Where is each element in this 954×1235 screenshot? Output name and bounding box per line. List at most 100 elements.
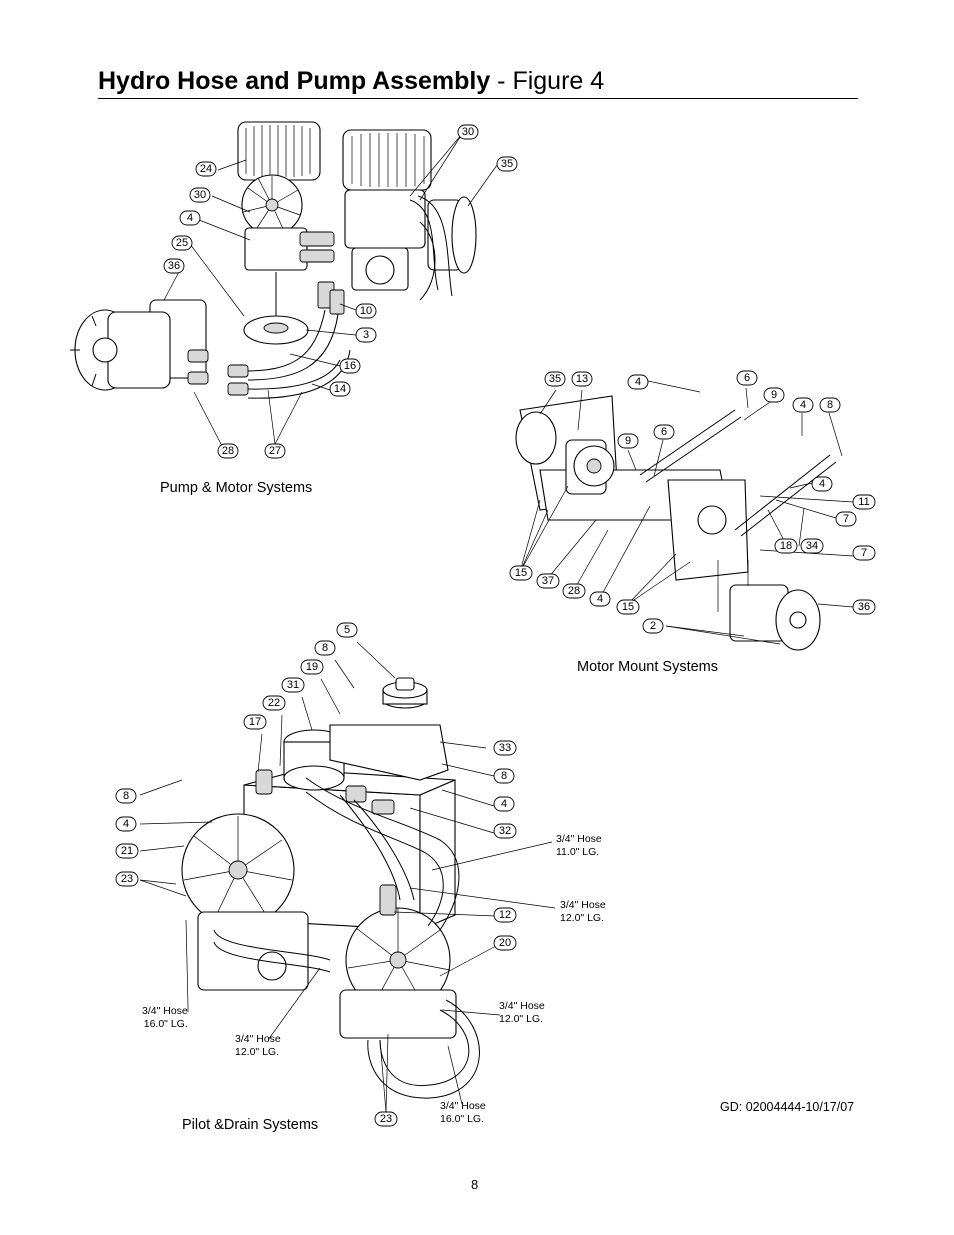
svg-text:13: 13 xyxy=(576,373,588,385)
caption-pilot-drain-systems: Pilot &Drain Systems xyxy=(182,1117,319,1133)
callout-4e: 4 xyxy=(589,591,611,607)
svg-text:25: 25 xyxy=(176,237,188,249)
svg-text:21: 21 xyxy=(121,845,133,857)
svg-text:4: 4 xyxy=(501,798,507,810)
hose-note: 3/4" Hose 16.0" LG. xyxy=(440,1100,486,1125)
callout-14: 14 xyxy=(329,381,351,397)
callout-6a: 6 xyxy=(736,370,758,386)
svg-text:4: 4 xyxy=(800,399,806,411)
svg-text:5: 5 xyxy=(344,624,350,636)
callout-10: 10 xyxy=(355,303,377,319)
callout-35b: 35 xyxy=(544,371,566,387)
callout-36a: 36 xyxy=(163,258,185,274)
callout-30a: 30 xyxy=(189,187,211,203)
callout-4d: 4 xyxy=(811,476,833,492)
callout-19: 19 xyxy=(300,659,324,675)
hose-note-line: 16.0" LG. xyxy=(440,1112,485,1125)
callout-27: 27 xyxy=(264,443,286,459)
svg-text:31: 31 xyxy=(287,679,299,691)
svg-text:11: 11 xyxy=(858,496,869,508)
svg-text:35: 35 xyxy=(549,373,561,385)
callout-15a: 15 xyxy=(509,565,533,581)
callout-13: 13 xyxy=(571,371,593,387)
svg-text:37: 37 xyxy=(542,575,554,587)
callout-7b: 7 xyxy=(852,545,876,561)
svg-text:15: 15 xyxy=(515,567,527,579)
callout-4a: 4 xyxy=(179,210,201,226)
svg-text:19: 19 xyxy=(306,661,318,673)
svg-text:2: 2 xyxy=(650,620,656,632)
hose-note-line: 3/4" Hose xyxy=(560,899,606,911)
hose-note: 3/4" Hose 12.0" LG. xyxy=(499,1000,545,1025)
hose-note-line: 3/4" Hose xyxy=(556,833,602,845)
callout-8b: 8 xyxy=(314,640,336,656)
callout-18: 18 xyxy=(774,538,798,554)
callout-9a: 9 xyxy=(763,387,785,403)
callout-5: 5 xyxy=(336,622,358,638)
callouts-pump-motor: 24 30 4 25 36 30 35 10 3 16 14 28 27 xyxy=(163,124,518,459)
hose-note: 3/4" Hose 12.0" LG. xyxy=(235,1033,281,1058)
callout-28b: 28 xyxy=(562,583,586,599)
svg-text:3: 3 xyxy=(363,329,369,341)
svg-text:20: 20 xyxy=(499,937,511,949)
callout-4b: 4 xyxy=(627,374,649,390)
svg-text:8: 8 xyxy=(501,770,507,782)
hose-note-line: 3/4" Hose xyxy=(142,1005,188,1017)
callout-15b: 15 xyxy=(616,599,640,615)
leader-lines xyxy=(139,133,854,1113)
page-title-main: Hydro Hose and Pump Assembly xyxy=(98,67,491,95)
callout-11: 11 xyxy=(852,494,876,510)
callout-33: 33 xyxy=(493,740,517,756)
svg-text:16: 16 xyxy=(344,360,356,372)
svg-text:36: 36 xyxy=(168,260,180,272)
callout-12: 12 xyxy=(493,907,517,923)
hose-note-line: 16.0" LG. xyxy=(143,1017,188,1030)
callout-3: 3 xyxy=(355,327,377,343)
callout-36b: 36 xyxy=(852,599,876,615)
svg-text:18: 18 xyxy=(780,540,792,552)
svg-text:30: 30 xyxy=(462,126,474,138)
callout-21: 21 xyxy=(115,843,139,859)
svg-text:15: 15 xyxy=(622,601,634,613)
callout-35a: 35 xyxy=(496,156,518,172)
svg-text:24: 24 xyxy=(200,163,212,175)
hose-note-line: 12.0" LG. xyxy=(560,911,605,924)
svg-text:23: 23 xyxy=(380,1113,392,1125)
svg-text:30: 30 xyxy=(194,189,206,201)
callout-34: 34 xyxy=(800,538,824,554)
callout-23a: 23 xyxy=(115,871,139,887)
page-title-suffix: - Figure 4 xyxy=(490,67,605,95)
hose-note-line: 3/4" Hose xyxy=(440,1100,486,1112)
svg-text:27: 27 xyxy=(269,445,281,457)
callout-4f: 4 xyxy=(493,796,515,812)
pump-motor-illustration xyxy=(70,121,477,399)
svg-text:7: 7 xyxy=(861,547,867,559)
svg-text:8: 8 xyxy=(322,642,328,654)
callout-17: 17 xyxy=(243,714,267,730)
svg-text:9: 9 xyxy=(625,435,631,447)
callout-24: 24 xyxy=(195,161,217,177)
svg-text:10: 10 xyxy=(360,305,372,317)
hose-note: 3/4" Hose 12.0" LG. xyxy=(560,899,606,924)
callouts-pilot-drain: 5 8 19 31 22 17 33 8 4 32 8 4 21 23 12 2… xyxy=(115,622,517,1127)
svg-text:8: 8 xyxy=(123,790,129,802)
callout-30b: 30 xyxy=(457,124,479,140)
motor-mount-illustration xyxy=(515,395,837,651)
callout-28a: 28 xyxy=(217,443,239,459)
callout-23b: 23 xyxy=(374,1111,398,1127)
callout-20: 20 xyxy=(493,935,517,951)
callout-37: 37 xyxy=(536,573,560,589)
svg-text:7: 7 xyxy=(843,513,849,525)
hose-note-line: 3/4" Hose xyxy=(235,1033,281,1045)
svg-text:34: 34 xyxy=(806,540,818,552)
svg-text:4: 4 xyxy=(187,212,193,224)
caption-motor-mount-systems: Motor Mount Systems xyxy=(577,659,719,675)
svg-text:22: 22 xyxy=(268,697,280,709)
hose-note-line: 11.0" LG. xyxy=(556,845,600,858)
svg-text:36: 36 xyxy=(858,601,870,613)
callout-32: 32 xyxy=(493,823,517,839)
svg-text:33: 33 xyxy=(499,742,511,754)
page-number: 8 xyxy=(471,1177,479,1192)
svg-text:4: 4 xyxy=(123,818,129,830)
svg-text:28: 28 xyxy=(222,445,234,457)
